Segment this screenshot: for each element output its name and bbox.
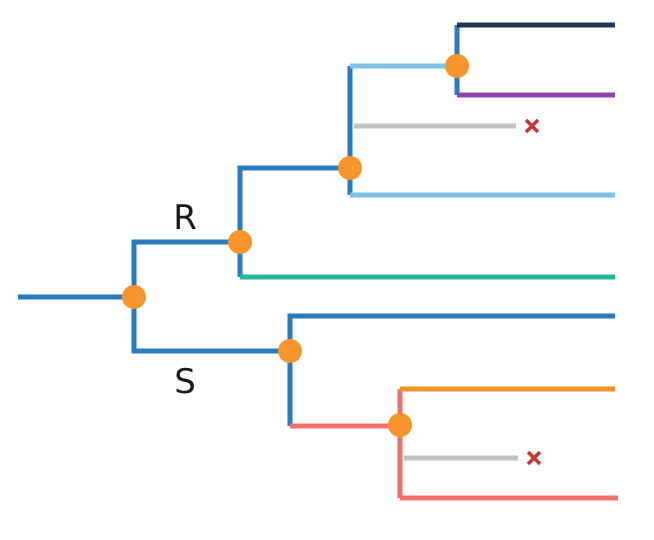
extinct-lower-x-icon (526, 450, 542, 466)
extinct-upper-x-icon (524, 118, 540, 134)
top-node (445, 54, 469, 78)
r-node (228, 230, 252, 254)
clade-label-s: S (174, 362, 196, 402)
r-node-split (237, 165, 350, 277)
s-node (278, 339, 302, 363)
clade-label-r: R (173, 198, 197, 238)
upper-node (338, 156, 362, 180)
lower-node (388, 413, 412, 437)
root-node (122, 285, 146, 309)
s-node-split (287, 313, 615, 426)
root-split (131, 239, 290, 354)
